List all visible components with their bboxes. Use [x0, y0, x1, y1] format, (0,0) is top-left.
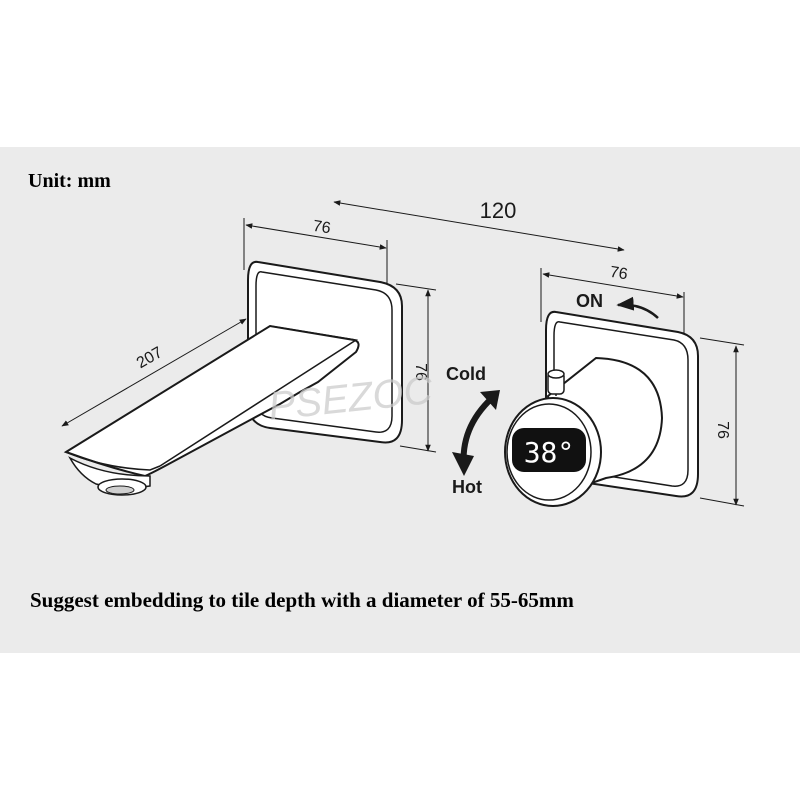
rotation-arrowhead-down-icon	[452, 452, 474, 476]
dimension-overall-width: 120	[333, 198, 625, 252]
dimension-overall-width-label: 120	[480, 198, 517, 223]
temperature-display: 38°	[512, 428, 586, 472]
dimension-valve-plate-height-label: 76	[714, 421, 731, 439]
installation-note: Suggest embedding to tile depth with a d…	[30, 588, 574, 612]
dimension-spout-plate-width-label: 76	[312, 218, 332, 238]
dimension-spout-plate-height: 76	[395, 283, 437, 453]
rotation-arrowhead-up-icon	[480, 390, 500, 410]
on-label: ON	[576, 291, 603, 311]
cold-label: Cold	[446, 364, 486, 384]
dimension-valve-plate-height: 76	[699, 337, 745, 507]
dimension-spout-plate-width: 76	[243, 218, 388, 292]
dimension-valve-plate-width-label: 76	[609, 264, 629, 284]
unit-label: Unit: mm	[28, 170, 111, 192]
dimension-spout-plate-height-label: 76	[412, 363, 429, 381]
temperature-display-value: 38°	[524, 436, 575, 469]
on-arrow-icon	[616, 296, 659, 319]
hot-label: Hot	[452, 477, 482, 497]
